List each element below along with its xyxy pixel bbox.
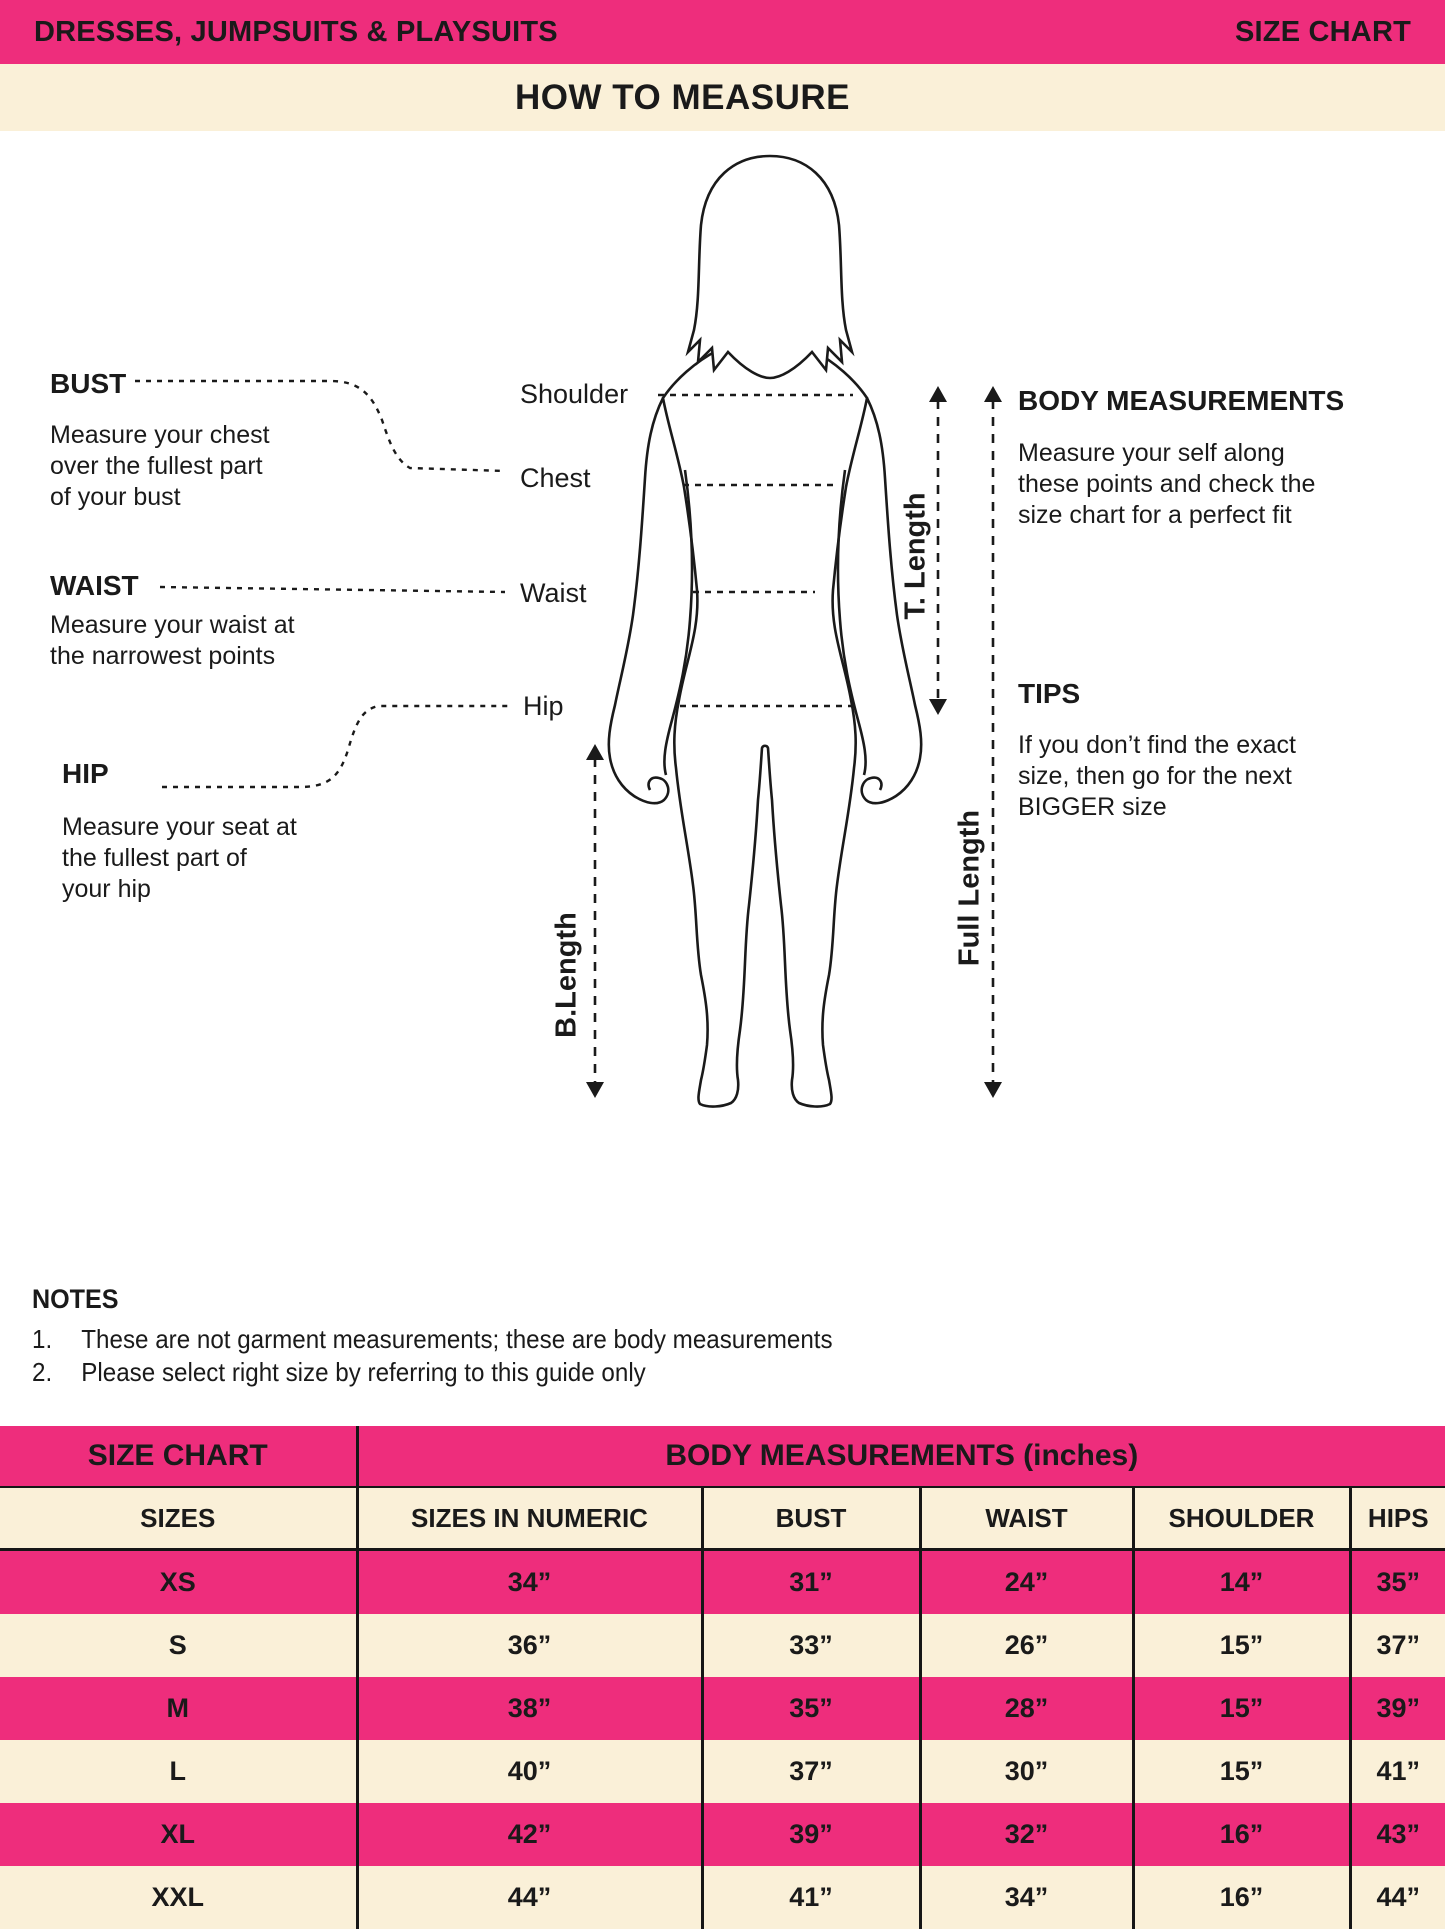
hip-heading: HIP xyxy=(62,758,109,789)
waist-label: Waist xyxy=(520,578,587,608)
hip-description: Measure your seat at the fullest part of… xyxy=(62,813,297,903)
shoulder-cell: 15” xyxy=(1131,1740,1350,1803)
numeric-cell: 38” xyxy=(355,1677,702,1740)
chest-label: Chest xyxy=(520,463,591,493)
column-header-numeric: SIZES IN NUMERIC xyxy=(355,1487,702,1551)
table-title-body-measurements: BODY MEASUREMENTS (inches) xyxy=(355,1426,1445,1488)
full-length-label: Full Length xyxy=(953,809,986,967)
numeric-cell: 36” xyxy=(355,1614,702,1677)
waist-cell: 30” xyxy=(918,1740,1133,1803)
size-cell: M xyxy=(0,1677,357,1740)
note-item: 1. These are not garment measurements; t… xyxy=(32,1323,962,1356)
shoulder-cell: 16” xyxy=(1131,1866,1350,1929)
numeric-cell: 44” xyxy=(355,1866,702,1929)
bust-description: Measure your chest over the fullest part… xyxy=(50,421,270,511)
shoulder-cell: 16” xyxy=(1131,1803,1350,1866)
shoulder-cell: 15” xyxy=(1131,1677,1350,1740)
table-row-xxl: XXL 44” 41” 34” 16” 44” xyxy=(0,1866,1445,1929)
figure-left-arm xyxy=(607,397,670,805)
notes-section: NOTES 1. These are not garment measureme… xyxy=(32,1284,962,1389)
size-chart-table: SIZE CHART BODY MEASUREMENTS (inches) SI… xyxy=(0,1426,1445,1929)
column-header-bust: BUST xyxy=(700,1487,920,1551)
hips-cell: 37” xyxy=(1348,1614,1445,1677)
numeric-cell: 40” xyxy=(355,1740,702,1803)
waist-cell: 34” xyxy=(918,1866,1133,1929)
tips-heading: TIPS xyxy=(1018,678,1081,709)
column-header-waist: WAIST xyxy=(918,1487,1133,1551)
table-row-l: L 40” 37” 30” 15” 41” xyxy=(0,1740,1445,1803)
shoulder-cell: 14” xyxy=(1131,1549,1350,1614)
size-cell: L xyxy=(0,1740,357,1803)
tips-description: If you don’t find the exact size, then g… xyxy=(1018,731,1296,821)
waist-cell: 26” xyxy=(918,1614,1133,1677)
bust-cell: 31” xyxy=(700,1549,920,1614)
table-row-xl: XL 42” 39” 32” 16” 43” xyxy=(0,1803,1445,1866)
hips-cell: 43” xyxy=(1348,1803,1445,1866)
hips-cell: 44” xyxy=(1348,1866,1445,1929)
note-text: Please select right size by referring to… xyxy=(81,1357,646,1387)
waist-cell: 24” xyxy=(918,1549,1133,1614)
body-measurements-heading: BODY MEASUREMENTS xyxy=(1018,385,1345,416)
body-measurements-description: Measure your self along these points and… xyxy=(1018,439,1316,529)
b-length-arrowhead-bottom xyxy=(586,1082,604,1098)
column-header-shoulder: SHOULDER xyxy=(1131,1487,1350,1551)
note-item: 2. Please select right size by referring… xyxy=(32,1356,962,1389)
figure-hair xyxy=(685,154,855,380)
table-row-m: M 38” 35” 28” 15” 39” xyxy=(0,1677,1445,1740)
size-cell: XL xyxy=(0,1803,357,1866)
waist-heading: WAIST xyxy=(50,570,139,601)
bust-cell: 39” xyxy=(700,1803,920,1866)
shoulder-label: Shoulder xyxy=(520,379,629,409)
category-title: DRESSES, JUMPSUITS & PLAYSUITS xyxy=(34,15,558,48)
t-length-arrowhead-top xyxy=(929,386,947,402)
b-length-label: B.Length xyxy=(550,912,583,1038)
numeric-cell: 34” xyxy=(355,1549,702,1614)
notes-title: NOTES xyxy=(32,1284,119,1314)
bust-heading: BUST xyxy=(50,368,127,399)
t-length-arrowhead-bottom xyxy=(929,699,947,715)
b-length-arrowhead-top xyxy=(586,744,604,760)
column-header-sizes: SIZES xyxy=(0,1487,357,1551)
title-bar: DRESSES, JUMPSUITS & PLAYSUITS SIZE CHAR… xyxy=(0,0,1445,64)
table-title-row: SIZE CHART BODY MEASUREMENTS (inches) xyxy=(0,1426,1445,1488)
hip-connector xyxy=(162,704,508,789)
size-chart-title: SIZE CHART xyxy=(1235,15,1411,48)
full-length-arrowhead-bottom xyxy=(984,1082,1002,1098)
hips-cell: 35” xyxy=(1348,1549,1445,1614)
hips-cell: 39” xyxy=(1348,1677,1445,1740)
how-to-measure-band-text-wrap: HOW TO MEASURE xyxy=(0,64,1365,131)
figure-left-arm-inner xyxy=(663,469,694,776)
table-row-s: S 36” 33” 26” 15” 37” xyxy=(0,1614,1445,1677)
waist-description: Measure your waist at the narrowest poin… xyxy=(50,611,295,670)
note-number: 1. xyxy=(32,1324,53,1354)
waist-connector xyxy=(159,585,506,594)
numeric-cell: 42” xyxy=(355,1803,702,1866)
figure-right-arm-inner xyxy=(836,469,867,776)
hips-cell: 41” xyxy=(1348,1740,1445,1803)
size-cell: XS xyxy=(0,1549,357,1614)
full-length-arrowhead-top xyxy=(984,386,1002,402)
waist-cell: 32” xyxy=(918,1803,1133,1866)
note-number: 2. xyxy=(32,1357,53,1387)
t-length-label: T. Length xyxy=(899,492,932,620)
bust-cell: 41” xyxy=(700,1866,920,1929)
hip-label: Hip xyxy=(523,691,564,721)
size-cell: S xyxy=(0,1614,357,1677)
column-header-hips: HIPS xyxy=(1348,1487,1445,1551)
size-cell: XXL xyxy=(0,1866,357,1929)
figure-body-outline xyxy=(661,348,869,1108)
bust-cell: 37” xyxy=(700,1740,920,1803)
note-text: These are not garment measurements; thes… xyxy=(81,1324,833,1354)
bust-cell: 33” xyxy=(700,1614,920,1677)
how-to-measure-title: HOW TO MEASURE xyxy=(515,77,850,117)
bust-cell: 35” xyxy=(700,1677,920,1740)
table-title-size-chart: SIZE CHART xyxy=(0,1426,357,1488)
waist-cell: 28” xyxy=(918,1677,1133,1740)
table-header-row: SIZES SIZES IN NUMERIC BUST WAIST SHOULD… xyxy=(0,1487,1445,1551)
shoulder-cell: 15” xyxy=(1131,1614,1350,1677)
table-row-xs: XS 34” 31” 24” 14” 35” xyxy=(0,1549,1445,1614)
